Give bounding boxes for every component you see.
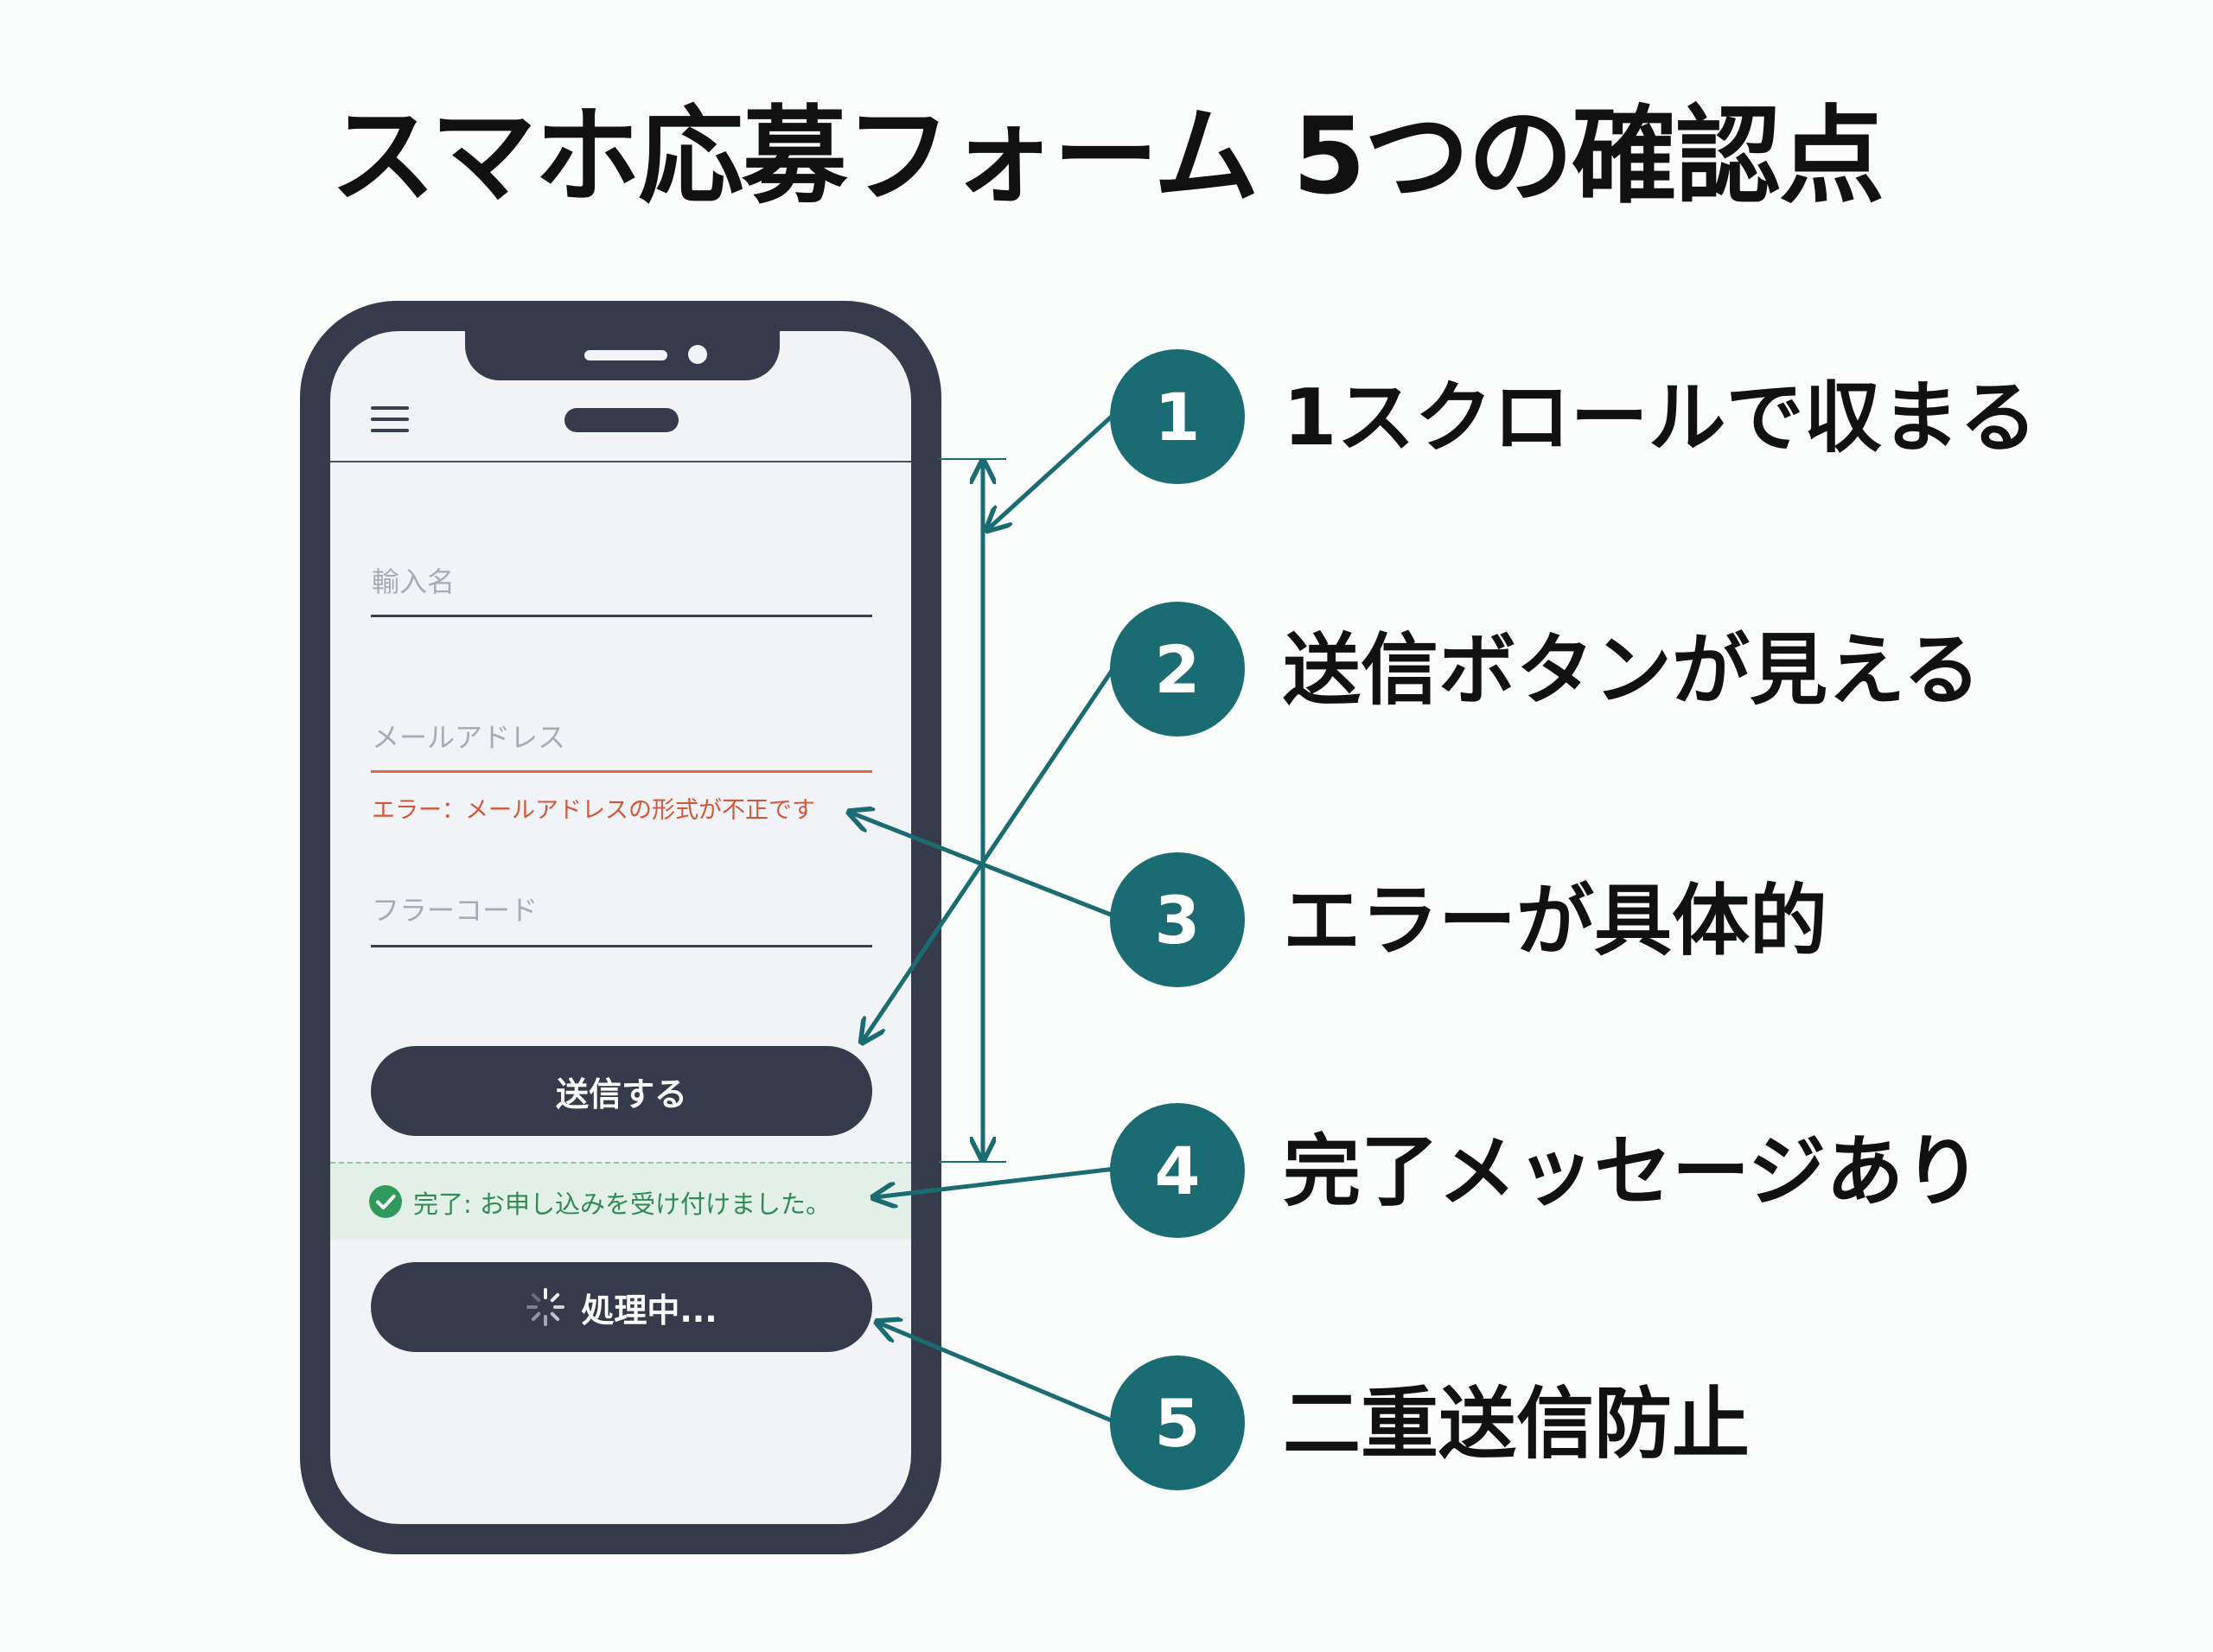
- email-input[interactable]: メールアドレス: [372, 721, 566, 754]
- point-label-2: 送信ボタンが見える: [1283, 625, 1981, 716]
- header-logo-placeholder: [564, 408, 679, 432]
- arrow-point-4: [875, 1166, 1116, 1197]
- speaker-slot: [584, 350, 667, 360]
- success-banner: 完了: お申し込みを受け付けました。: [330, 1162, 911, 1240]
- camera-dot: [688, 345, 707, 364]
- phone-screen: 輸入名 メールアドレス エラー：メールアドレスの形式が不正です フラーコード 送…: [330, 331, 911, 1524]
- email-error-message: エラー：メールアドレスの形式が不正です: [372, 797, 815, 824]
- arrow-point-5: [878, 1323, 1116, 1425]
- point-badge-2: 2: [1110, 602, 1245, 737]
- point-label-5: 二重送信防止: [1283, 1379, 1750, 1470]
- point-badge-3: 3: [1110, 852, 1245, 987]
- code-input[interactable]: フラーコード: [372, 894, 539, 927]
- header-divider: [330, 461, 911, 462]
- name-input[interactable]: 輸入名: [372, 565, 456, 598]
- point-label-3: エラーが具体的: [1283, 876, 1827, 966]
- point-label-4: 完了メッセージあり: [1283, 1126, 1982, 1217]
- page-title: スマホ応募フォーム 5つの確認点: [329, 95, 1885, 218]
- point-badge-4: 4: [1110, 1103, 1245, 1238]
- point-label-1: 1スクロールで収まる: [1283, 373, 2038, 463]
- arrow-point-1: [988, 411, 1117, 529]
- submit-button[interactable]: 送信する: [371, 1046, 872, 1136]
- point-badge-5: 5: [1110, 1355, 1245, 1490]
- arrow-point-3: [851, 813, 1116, 919]
- check-circle-icon: [369, 1185, 402, 1218]
- phone-notch: [465, 331, 780, 380]
- loading-spinner-icon: [526, 1288, 565, 1326]
- processing-button[interactable]: 処理中...: [371, 1262, 872, 1352]
- phone-mockup: 輸入名 メールアドレス エラー：メールアドレスの形式が不正です フラーコード 送…: [300, 301, 941, 1554]
- point-badge-1: 1: [1110, 349, 1245, 484]
- arrow-point-2: [863, 664, 1118, 1041]
- hamburger-menu-icon[interactable]: [371, 406, 409, 432]
- email-input-underline-error: [371, 770, 872, 773]
- processing-label: 処理中...: [581, 1291, 717, 1330]
- scroll-span-bracket: [939, 458, 1006, 1163]
- name-input-underline: [371, 615, 872, 617]
- success-message: 完了: お申し込みを受け付けました。: [413, 1190, 831, 1219]
- code-input-underline: [371, 945, 872, 947]
